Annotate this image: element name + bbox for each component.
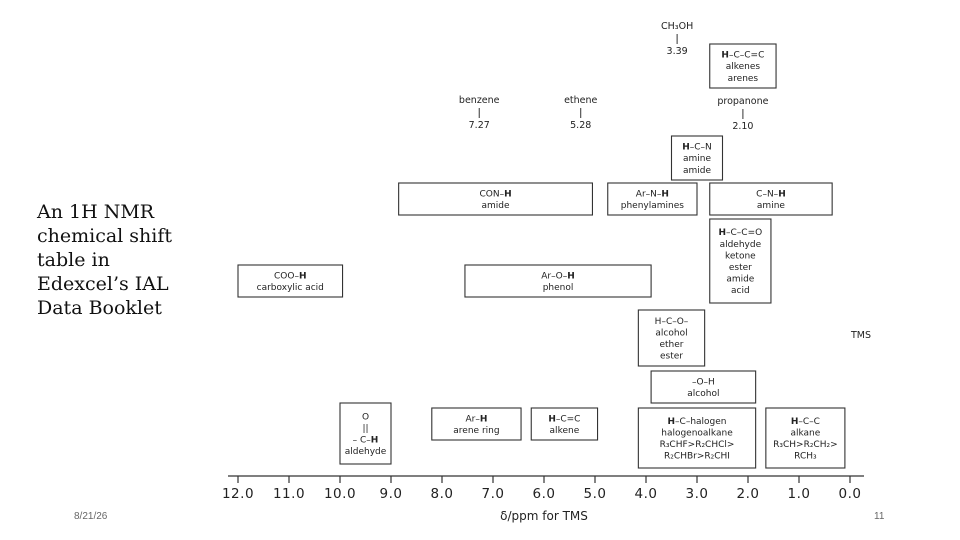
x-tick-label: 12.0: [222, 486, 254, 502]
region-label: halogenoalkane: [661, 428, 733, 438]
region-label: H–C–halogen: [667, 417, 726, 427]
caption-line: Data Booklet: [37, 297, 162, 319]
region-box-h-c-c-alkene: [530, 407, 599, 441]
x-tick-label: 7.0: [482, 486, 505, 502]
region-label: amine: [757, 201, 785, 211]
region-label: ester: [660, 352, 683, 362]
region-label: amide: [726, 275, 754, 285]
marker-compound-label: ethene: [564, 95, 597, 106]
region-label: H–C–C: [791, 417, 820, 427]
region-label: – C–H: [353, 436, 379, 446]
caption-line: chemical shift: [37, 225, 173, 247]
region-label: H–C–N: [682, 143, 712, 153]
region-label: acid: [731, 286, 750, 296]
x-tick-label: 3.0: [686, 486, 709, 502]
region-box-h-c-n: [670, 135, 724, 181]
region-label: RCH₃: [794, 452, 817, 462]
region-label: CON–H: [479, 189, 511, 199]
region-label: H–C–C=O: [718, 228, 762, 238]
region-label: alkene: [550, 426, 580, 436]
region-box-ar-o-h: [464, 264, 652, 298]
region-label: alcohol: [655, 328, 687, 338]
region-label: alkane: [790, 428, 820, 438]
caption-line: table in: [37, 249, 110, 271]
region-box-c-n-h: [709, 182, 833, 216]
region-label: alcohol: [687, 389, 719, 399]
region-box-h-c-c-c: [709, 43, 777, 89]
region-label: R₃CH>R₂CH₂>: [773, 440, 838, 450]
region-box-h-c-c-o: [709, 218, 772, 304]
region-label: alkenes: [726, 62, 761, 72]
region-label: Ar–H: [465, 414, 487, 424]
x-tick-label: 8.0: [431, 486, 454, 502]
region-box-h-c-o: [637, 309, 706, 367]
region-label: ether: [659, 340, 683, 350]
x-tick-label: 0.0: [839, 486, 862, 502]
x-tick-label: 10.0: [324, 486, 356, 502]
region-label: H–C–O–: [655, 317, 689, 327]
x-tick-label: 4.0: [635, 486, 658, 502]
marker-compound-label: benzene: [459, 95, 500, 106]
x-tick-label: 11.0: [273, 486, 305, 502]
region-label: phenylamines: [621, 201, 685, 211]
region-label: phenol: [543, 283, 574, 293]
marker-compound-label: CH₃OH: [661, 21, 693, 32]
region-box-coo-h: [237, 264, 344, 298]
x-axis-label: δ/ppm for TMS: [500, 509, 588, 523]
caption-line: An 1H NMR: [37, 201, 155, 223]
region-label: –O–H: [692, 377, 715, 387]
footer-date: 8/21/26: [74, 511, 108, 522]
x-tick-label: 2.0: [737, 486, 760, 502]
region-label: amide: [482, 201, 510, 211]
region-label: R₂CHBr>R₂CHI: [664, 452, 730, 462]
marker-shift-value: 2.10: [732, 121, 753, 132]
region-box-o-h: [650, 370, 757, 404]
region-label: carboxylic acid: [257, 283, 324, 293]
region-box-h-c-c-alkane: [765, 407, 846, 469]
region-label: amide: [683, 166, 711, 176]
caption-line: Edexcel’s IAL: [37, 273, 169, 295]
region-label: arenes: [728, 74, 759, 84]
x-tick-label: 1.0: [788, 486, 811, 502]
region-label: R₃CHF>R₂CHCl>: [660, 440, 735, 450]
region-label: arene ring: [453, 426, 499, 436]
region-label: ||: [362, 424, 368, 434]
marker-shift-value: 3.39: [667, 46, 688, 57]
region-box-ar-h: [431, 407, 522, 441]
x-tick-label: 5.0: [584, 486, 607, 502]
marker-compound-label: propanone: [717, 96, 768, 107]
region-label: aldehyde: [345, 447, 387, 457]
region-box-ar-n-h: [607, 182, 698, 216]
region-label: ester: [729, 263, 752, 273]
region-label: H–C–C=C: [721, 51, 764, 61]
region-label: Ar–N–H: [636, 189, 669, 199]
region-label: ketone: [725, 251, 756, 261]
slide-caption: An 1H NMR chemical shift table in Edexce…: [37, 200, 187, 320]
region-box-aldehyde: [339, 402, 392, 465]
region-label: Ar–O–H: [541, 271, 575, 281]
region-label: O: [362, 412, 369, 422]
x-tick-label: 9.0: [380, 486, 403, 502]
x-tick-label: 6.0: [533, 486, 556, 502]
marker-shift-value: 5.28: [570, 120, 591, 131]
region-box-con-h: [398, 182, 593, 216]
region-label: COO–H: [274, 271, 307, 281]
region-label: amine: [683, 154, 711, 164]
region-box-h-c-halogen: [637, 407, 757, 469]
tms-label: TMS: [850, 330, 871, 341]
marker-shift-value: 7.27: [469, 120, 490, 131]
region-label: aldehyde: [720, 240, 762, 250]
footer-page-number: 11: [874, 511, 885, 522]
region-label: H–C=C: [548, 414, 580, 424]
region-label: C–N–H: [756, 189, 786, 199]
